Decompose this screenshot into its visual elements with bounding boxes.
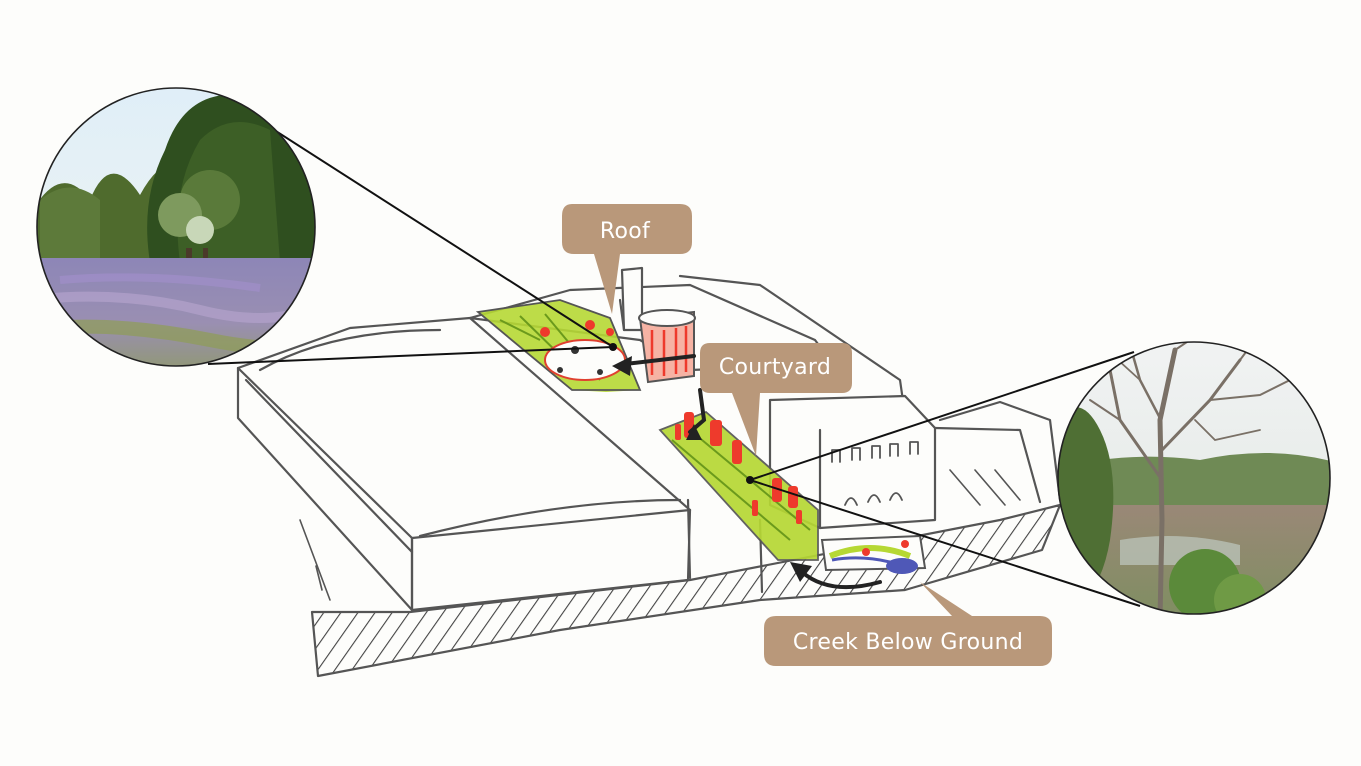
- flow-arrows: [612, 354, 882, 590]
- roof-callout: Roof: [562, 204, 692, 314]
- creek-area: [820, 534, 927, 574]
- left-photo-circle: [36, 87, 316, 367]
- roof-label: Roof: [600, 219, 651, 244]
- creek-callout: Creek Below Ground: [764, 582, 1052, 666]
- windows: [831, 441, 919, 506]
- arrow-creek: [800, 570, 882, 590]
- courtyard-label: Courtyard: [719, 355, 831, 380]
- leader-lines: [207, 125, 1141, 607]
- rooftop-structure: [638, 309, 696, 384]
- courtyard-callout: Courtyard: [700, 343, 852, 456]
- arrow-roof: [623, 354, 696, 366]
- creek-label: Creek Below Ground: [793, 630, 1023, 655]
